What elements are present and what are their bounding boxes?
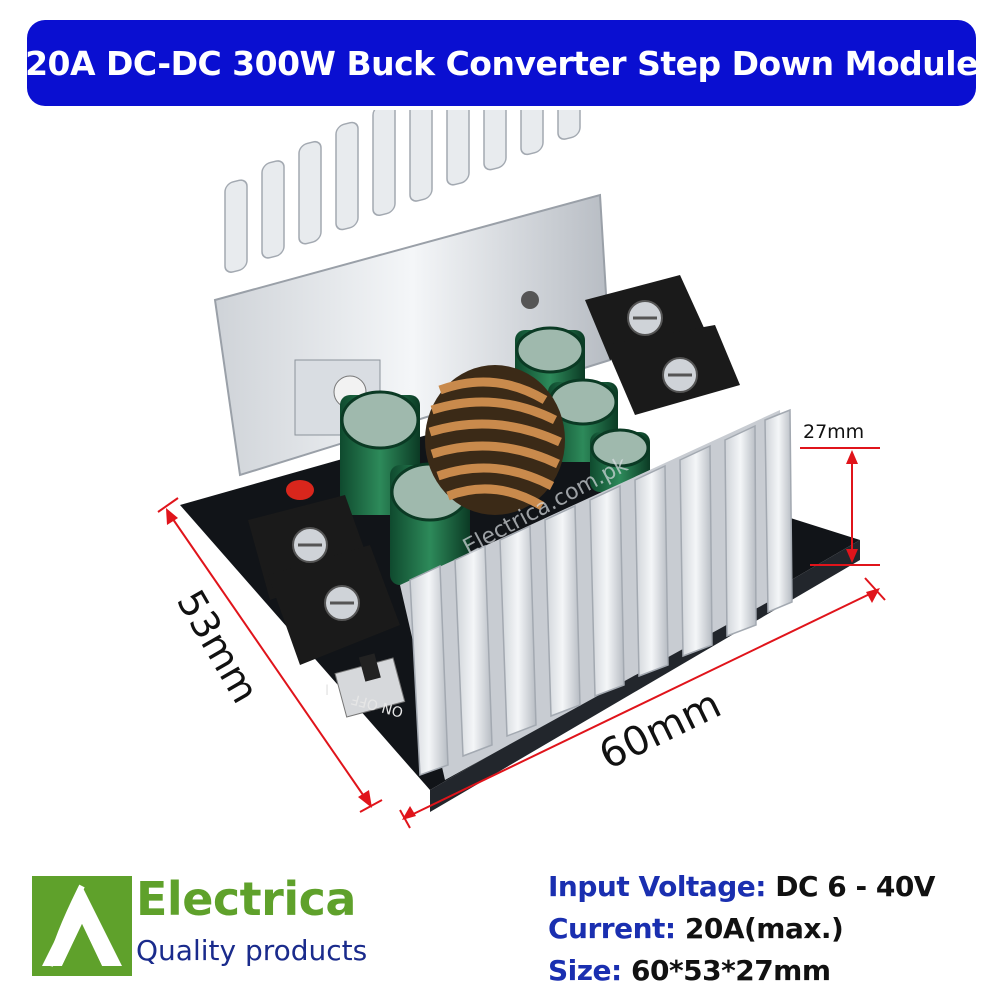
output-terminal-block [585,275,740,415]
product-image: I ON OFF Electrica.com.pk 27mm [157,110,886,829]
spec-key: Current: [548,912,676,945]
electrica-logo-icon [32,876,132,976]
spec-value: DC 6 - 40V [775,870,935,903]
board-mark: I [325,683,329,699]
front-heatsink [400,408,793,780]
depth-label: 53mm [168,583,267,711]
spec-value: 60*53*27mm [631,954,831,987]
height-dimension [800,447,880,566]
spec-size: Size: 60*53*27mm [548,950,988,992]
spec-key: Input Voltage: [548,870,766,903]
specs-list: Input Voltage: DC 6 - 40V Current: 20A(m… [548,866,988,992]
page-title: 20A DC-DC 300W Buck Converter Step Down … [25,43,978,83]
input-terminal-block [248,495,400,665]
width-dimension [399,577,886,829]
height-label: 27mm [803,421,864,443]
spec-input-voltage: Input Voltage: DC 6 - 40V [548,866,988,908]
brand-name: Electrica [136,872,356,926]
spec-value: 20A(max.) [684,912,844,945]
toroid-inductor [425,365,565,515]
depth-dimension [157,497,383,813]
brand-tagline: Quality products [136,934,368,967]
brand-logo: Electrica Quality products [32,872,392,982]
spec-current: Current: 20A(max.) [548,908,988,950]
title-banner: 20A DC-DC 300W Buck Converter Step Down … [25,20,978,106]
power-switch [334,653,406,718]
spec-key: Size: [548,954,622,987]
led [286,480,314,500]
